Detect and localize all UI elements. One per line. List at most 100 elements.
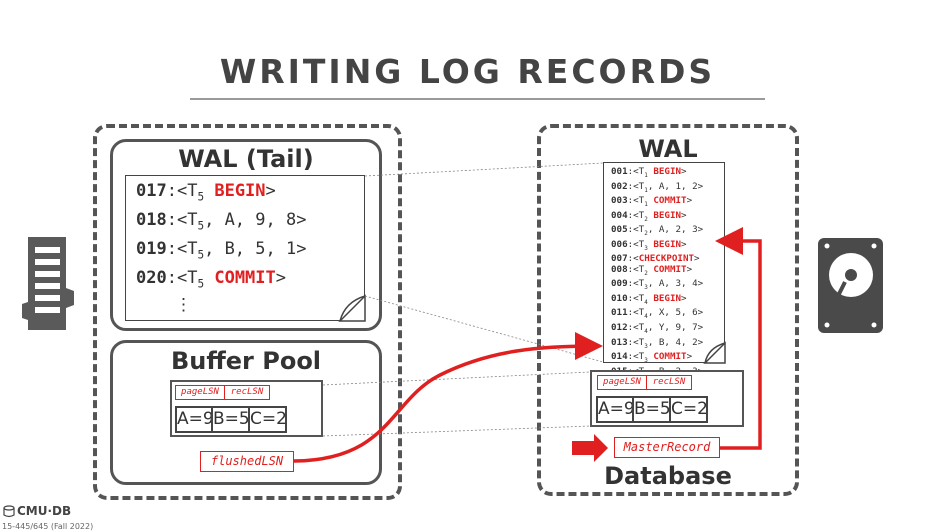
record-end: > — [686, 195, 693, 207]
log-record: 005:<T2, A, 2, 3> — [611, 224, 703, 240]
wal-disk-page-curl — [703, 341, 726, 364]
footer-course: 15-445/645 (Fall 2022) — [2, 522, 94, 531]
lsn-number: 004 — [611, 209, 628, 221]
log-record: 014:<T3 COMMIT> — [611, 351, 703, 367]
log-record: 002:<T1, A, 1, 2> — [611, 180, 704, 197]
record-end: > — [681, 166, 687, 177]
log-record: 011:<T4, X, 5, 6> — [611, 308, 703, 323]
record-body: , A, 9, 8> — [204, 209, 307, 230]
footer-logo: CMU·DB — [17, 504, 72, 518]
lsn-number: 012 — [611, 322, 628, 334]
txn-id: 1 — [644, 171, 648, 179]
log-record: 013:<T3, B, 4, 2> — [611, 336, 703, 353]
txn-id: 3 — [644, 284, 648, 292]
txn-id: 5 — [197, 277, 205, 291]
lsn-number: 006 — [611, 238, 628, 250]
txn-id: 5 — [197, 219, 205, 233]
buffer-pool-title: Buffer Pool — [170, 347, 322, 375]
record-body: , X, 5, 6> — [647, 307, 704, 319]
txn-id: 2 — [644, 269, 648, 277]
log-record: 007:<CHECKPOINT> — [611, 253, 703, 265]
cell-b: B=5 — [211, 406, 250, 433]
lsn-number: 003 — [611, 195, 628, 207]
record-text: :<T — [627, 278, 645, 290]
disk-rec-lsn-tag: recLSN — [646, 375, 692, 390]
record-text: :<T — [166, 181, 198, 201]
record-text: :<T — [166, 238, 198, 259]
record-text: :<T — [627, 292, 645, 304]
lsn-number: 017 — [136, 181, 167, 201]
record-text: :<T — [627, 336, 645, 348]
log-record: 018:<T5, A, 9, 8> — [136, 209, 361, 238]
wal-tail-page-curl — [338, 294, 366, 322]
record-end: > — [681, 238, 687, 250]
log-record: 004:<T2 BEGIN> — [611, 209, 703, 226]
record-keyword: BEGIN — [653, 292, 682, 304]
buffer-page-cells: A=9 B=5 C=2 — [175, 406, 287, 433]
txn-id: 2 — [644, 215, 648, 223]
record-end: > — [694, 253, 700, 265]
record-keyword: CHECKPOINT — [638, 253, 695, 265]
record-text: :<T — [627, 322, 645, 334]
record-keyword: COMMIT — [214, 267, 276, 288]
record-keyword: BEGIN — [214, 181, 266, 201]
record-body: , Y, 9, 7> — [647, 322, 704, 334]
txn-id: 1 — [644, 186, 648, 194]
lsn-number: 002 — [611, 180, 628, 192]
lsn-number: 010 — [611, 292, 628, 304]
memory-region — [93, 124, 402, 500]
disk-icon — [818, 238, 883, 333]
lsn-number: 014 — [611, 351, 628, 363]
lsn-number: 013 — [611, 336, 628, 348]
txn-id: 3 — [644, 356, 648, 364]
txn-id: 3 — [644, 342, 648, 350]
cell-c: C=2 — [248, 406, 287, 433]
lsn-number: 009 — [611, 278, 628, 290]
record-text: :<T — [627, 180, 645, 192]
disk-page-cells: A=9 B=5 C=2 — [596, 396, 708, 423]
lsn-number: 011 — [611, 307, 628, 319]
pointer-arrow — [572, 434, 608, 462]
record-end: > — [686, 351, 693, 363]
lsn-number: 005 — [611, 224, 628, 236]
record-text: :<T — [627, 238, 645, 250]
lsn-number: 018 — [136, 209, 167, 230]
flushed-lsn-arrow — [293, 332, 603, 463]
record-end: > — [275, 267, 287, 288]
memory-icon — [22, 237, 74, 330]
log-record: 019:<T5, B, 5, 1> — [136, 238, 361, 267]
wal-tail-ellipsis: ⋮ — [175, 294, 192, 315]
record-keyword: COMMIT — [653, 263, 687, 275]
record-end: > — [265, 181, 276, 201]
log-record: 001:<T1 BEGIN> — [611, 166, 703, 182]
lsn-number: 001 — [611, 166, 628, 177]
wal-disk-records: 001:<T1 BEGIN>002:<T1, A, 1, 2>003:<T1 C… — [611, 166, 704, 396]
log-record: 008:<T2 COMMIT> — [611, 263, 703, 280]
record-text: :<T — [627, 307, 645, 319]
slide-title: WRITING LOG RECORDS — [219, 52, 716, 91]
wal-title: WAL — [638, 135, 698, 163]
lsn-number: 008 — [611, 263, 628, 275]
rec-lsn-tag: recLSN — [224, 385, 270, 400]
record-end: > — [686, 263, 693, 275]
record-text: :<T — [627, 209, 645, 221]
record-keyword: BEGIN — [653, 166, 682, 177]
wal-disk-page — [603, 162, 725, 363]
record-end: > — [681, 292, 687, 304]
record-keyword: COMMIT — [653, 195, 687, 207]
cell-a: A=9 — [175, 406, 214, 433]
txn-id: 4 — [644, 298, 648, 306]
log-record: 009:<T3, A, 3, 4> — [611, 279, 703, 294]
lsn-number: 019 — [136, 238, 167, 259]
record-body: , A, 1, 2> — [647, 180, 704, 192]
record-keyword: COMMIT — [653, 351, 687, 363]
disk-page-lsn-tag: pageLSN — [597, 375, 647, 390]
wal-tail-records: 017:<T5 BEGIN>018:<T5, A, 9, 8>019:<T5, … — [136, 180, 361, 314]
record-text: :<T — [627, 263, 645, 275]
master-record-arrow — [715, 227, 762, 450]
record-text: :<T — [166, 267, 198, 288]
txn-id: 4 — [644, 327, 648, 335]
log-record: 020:<T5 COMMIT> — [136, 267, 361, 296]
txn-id: 1 — [644, 200, 648, 208]
